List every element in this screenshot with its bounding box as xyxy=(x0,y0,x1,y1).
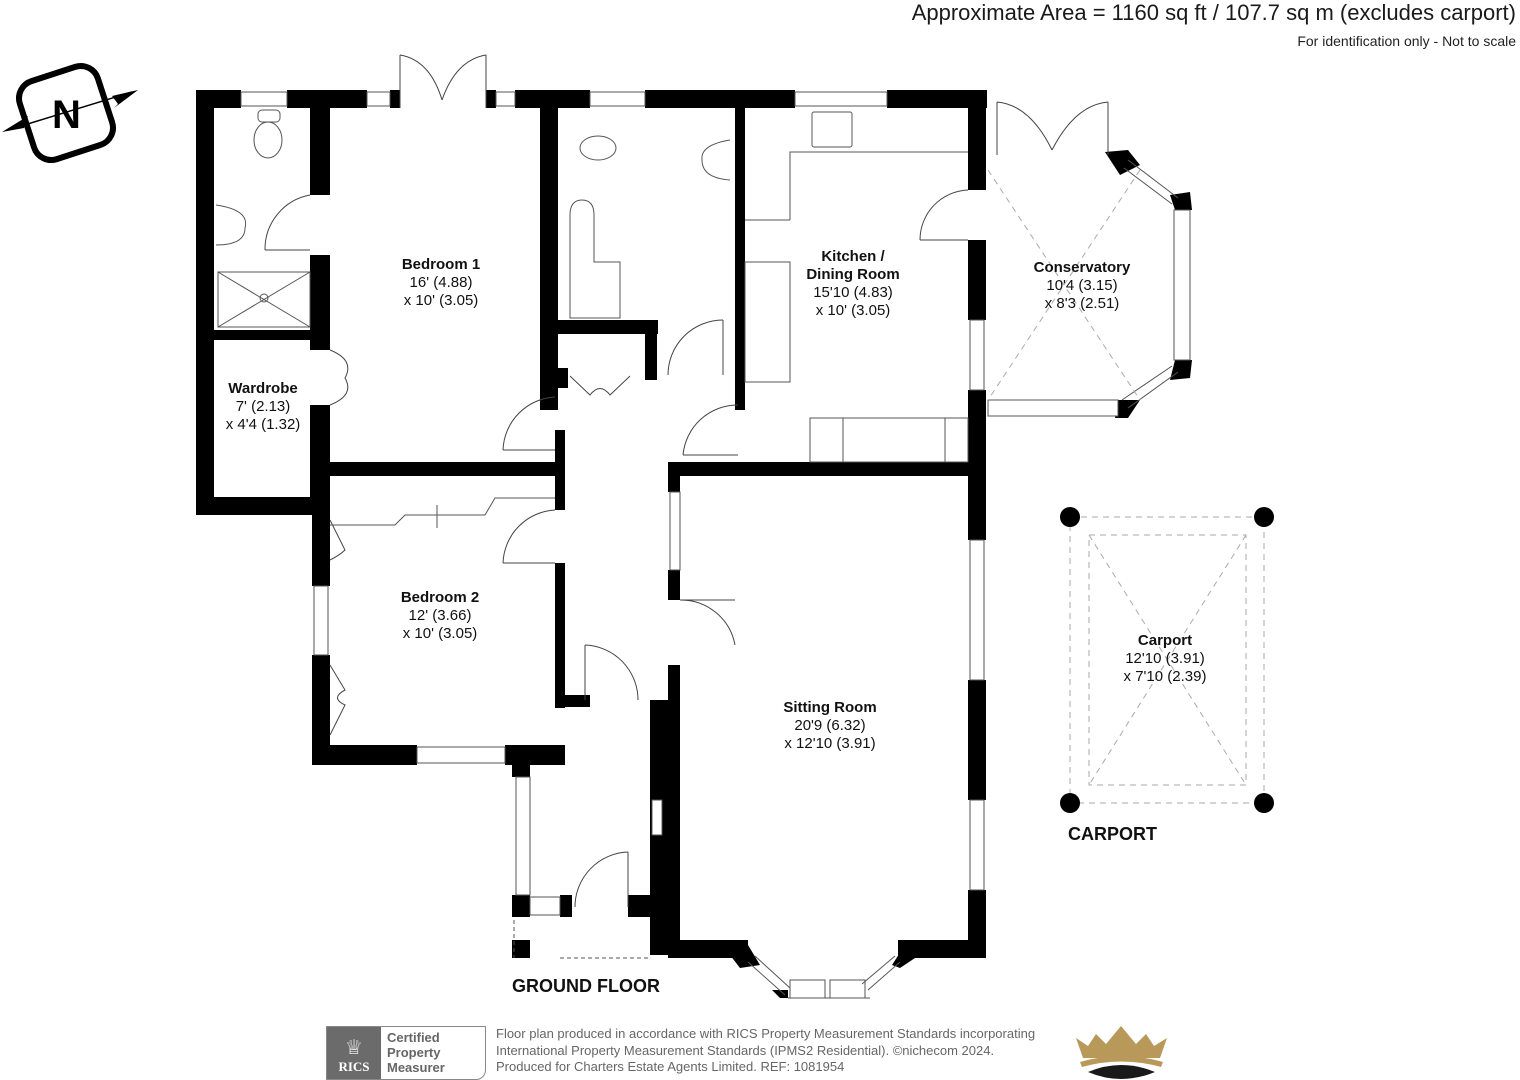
kitchen-unit xyxy=(809,417,969,463)
rics-badge-text: Certified Property Measurer xyxy=(387,1030,445,1075)
footer-disclaimer: Floor plan produced in accordance with R… xyxy=(496,1026,1036,1074)
room-label-wardrobe: Wardrobe 7' (2.13) x 4'4 (1.32) xyxy=(225,380,301,433)
bay-window-glazing xyxy=(747,159,1179,999)
carport-post-icon xyxy=(1254,793,1274,813)
rics-lion-icon: ♕ xyxy=(345,1037,363,1059)
carport-post-icon xyxy=(1060,507,1080,527)
rics-certified-badge: ♕ RICS Certified Property Measurer xyxy=(326,1026,486,1080)
north-compass-icon: N xyxy=(2,63,138,163)
door-swings xyxy=(264,54,1109,908)
kitchen-sink-icon xyxy=(811,111,853,148)
kitchen-counter xyxy=(744,261,791,383)
carport-post-icon xyxy=(1060,793,1080,813)
carport-post-icon xyxy=(1254,507,1274,527)
toilet-icon xyxy=(253,121,283,159)
walls xyxy=(196,90,1192,998)
ground-floor-label: GROUND FLOOR xyxy=(512,976,660,996)
room-label-conservatory: Conservatory 10'4 (3.15) x 8'3 (2.51) xyxy=(1033,259,1131,312)
room-label-bedroom-1: Bedroom 1 16' (4.88) x 10' (3.05) xyxy=(401,256,481,309)
disclaimer-subtitle: For identification only - Not to scale xyxy=(1297,33,1516,49)
approximate-area-title: Approximate Area = 1160 sq ft / 107.7 sq… xyxy=(911,0,1516,25)
conservatory-guide-lines xyxy=(987,169,1141,401)
basin-icon xyxy=(215,204,247,246)
room-label-kitchen-dining: Kitchen / Dining Room 15'10 (4.83) x 10'… xyxy=(806,248,900,319)
room-label-sitting-room: Sitting Room 20'9 (6.32) x 12'10 (3.91) xyxy=(783,699,877,752)
fixtures xyxy=(215,109,969,959)
carport-floor-label: CARPORT xyxy=(1068,824,1157,844)
bathtub-icon xyxy=(569,199,621,319)
windows xyxy=(240,91,1191,999)
room-label-carport: Carport 12'10 (3.91) x 7'10 (2.39) xyxy=(1123,632,1207,685)
carport-outline xyxy=(1060,507,1274,813)
footer: ♕ RICS Certified Property Measurer Floor… xyxy=(326,1026,1176,1080)
bath-toilet-icon xyxy=(579,135,617,161)
room-label-bedroom-2: Bedroom 2 12' (3.66) x 10' (3.05) xyxy=(400,589,480,642)
shower-tray-icon xyxy=(217,271,311,328)
bath-basin-icon xyxy=(701,139,731,181)
wardrobe-rail xyxy=(330,497,555,526)
rics-logo: ♕ RICS xyxy=(327,1027,381,1079)
crown-logo-icon xyxy=(1076,1026,1167,1079)
svg-text:N: N xyxy=(52,93,81,137)
